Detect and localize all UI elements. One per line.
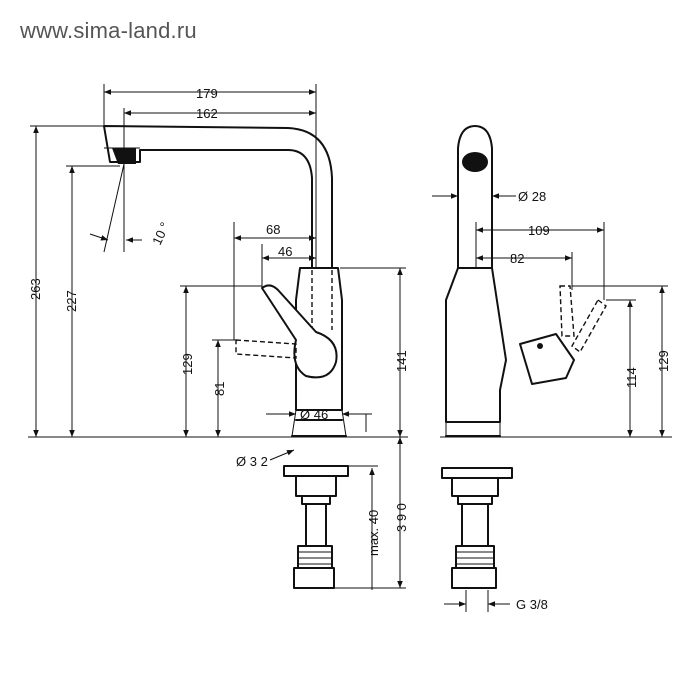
front-lever [261, 284, 338, 379]
watermark: www.sima-land.ru [20, 18, 197, 43]
dim-lever-reach-side: 109 [528, 223, 550, 238]
dim-height-outlet: 227 [64, 290, 79, 312]
side-lever-alt-2 [571, 298, 607, 354]
side-lever-alt [559, 285, 575, 337]
dim-hose-length: 3 9 0 [394, 503, 409, 532]
front-aerator [112, 148, 136, 164]
dim-spout-diameter: Ø 28 [518, 189, 546, 204]
dim-lever-offset-side: 82 [510, 251, 524, 266]
dim-lever-low-front: 81 [212, 382, 227, 396]
side-view: Ø 28 109 82 114 129 G 3/8 [432, 125, 672, 612]
dim-lever-offset-front: 46 [278, 244, 292, 259]
side-aerator [462, 152, 488, 172]
dim-shank-diameter: Ø 3 2 [236, 454, 268, 469]
dim-lever-height-side-high: 129 [656, 350, 671, 372]
dim-spout-angle: 10 ° [149, 220, 172, 247]
dim-max-deck: max. 40 [366, 510, 381, 556]
dim-lever-height-front: 129 [180, 353, 195, 375]
front-spout [103, 125, 333, 269]
dim-lever-height-side-low: 114 [624, 367, 639, 388]
dim-base-diameter: Ø 46 [300, 407, 328, 422]
dim-height-total: 263 [28, 278, 43, 300]
dim-reach-total: 179 [196, 86, 218, 101]
side-lever [519, 333, 575, 385]
front-lever-alt [235, 339, 297, 359]
dim-body-height-front: 141 [394, 350, 409, 372]
dim-reach-spout: 162 [196, 106, 218, 121]
dim-lever-reach-front: 68 [266, 222, 280, 237]
side-body [445, 267, 507, 423]
dim-thread: G 3/8 [516, 597, 548, 612]
front-view: 179 162 263 227 10 ° 68 46 129 81 [28, 84, 409, 590]
side-spout-head [457, 125, 493, 269]
